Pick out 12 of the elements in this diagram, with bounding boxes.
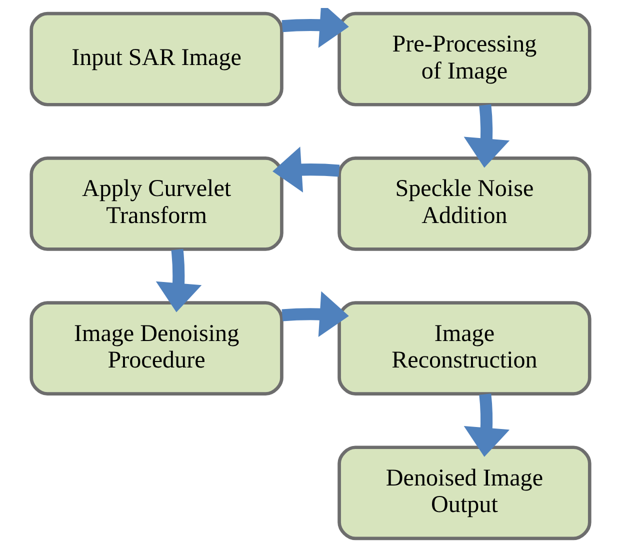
node-box: Speckle Noise Addition (337, 156, 591, 251)
arrow (463, 394, 510, 457)
node-box: Input SAR Image (29, 12, 283, 106)
node-box: Image Denoising Procedure (29, 301, 283, 396)
node-box: Image Reconstruction (337, 301, 591, 396)
arrow (155, 248, 202, 312)
node-box: Pre-Processing of Image (337, 12, 591, 106)
node-box: Apply Curvelet Transform (29, 156, 283, 251)
arrow (272, 146, 340, 192)
arrow (281, 291, 348, 338)
node-box: Denoised Image Output (337, 446, 591, 540)
arrow (463, 104, 510, 168)
